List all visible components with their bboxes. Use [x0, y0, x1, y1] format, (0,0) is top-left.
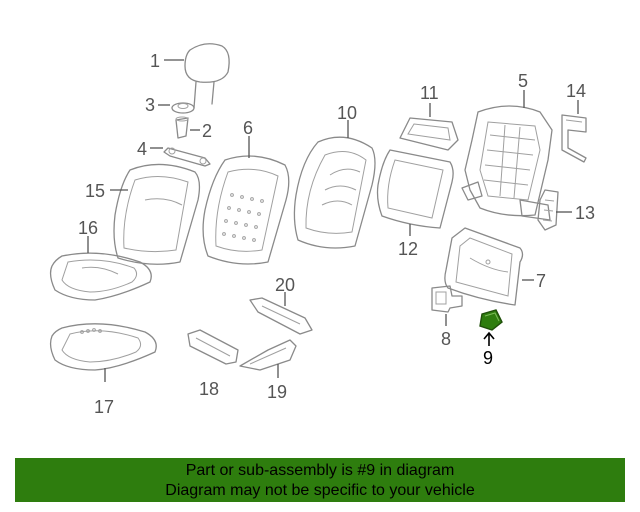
part-18-side-trim[interactable]: [187, 329, 239, 365]
part-16-seat-cushion-cover[interactable]: [49, 252, 152, 301]
label-18: 18: [199, 379, 219, 399]
part-9-highlighted[interactable]: [479, 309, 503, 331]
part-15-seatback-cover[interactable]: [113, 163, 201, 265]
part-2-guide-sleeve[interactable]: [175, 116, 189, 139]
part-3-grommet[interactable]: [171, 102, 195, 114]
label-19: 19: [267, 382, 287, 402]
label-2: 2: [202, 121, 212, 141]
part-1-headrest[interactable]: [184, 43, 230, 109]
part-12-back-panel[interactable]: [376, 149, 454, 229]
part-11-upper-trim[interactable]: [399, 117, 459, 151]
label-13: 13: [575, 203, 595, 223]
part-17-seat-cushion-pad[interactable]: [49, 323, 157, 371]
part-8-switch[interactable]: [431, 285, 463, 313]
seat-parts-diagram: 1 3 2 4 15 6: [49, 43, 595, 417]
part-14-bracket[interactable]: [561, 114, 587, 163]
part-20-rail-trim[interactable]: [249, 297, 313, 335]
label-14: 14: [566, 81, 586, 101]
part-10-seatback-pad[interactable]: [293, 136, 376, 249]
label-17: 17: [94, 397, 114, 417]
label-15: 15: [85, 181, 105, 201]
part-6-seatback-cushion[interactable]: [202, 155, 290, 265]
footer-line-1: Part or sub-assembly is #9 in diagram: [185, 462, 455, 479]
label-7: 7: [536, 271, 546, 291]
part-5-seatback-frame[interactable]: [461, 105, 553, 221]
part-19-side-shield[interactable]: [239, 339, 297, 371]
label-16: 16: [78, 218, 98, 238]
footer-banner: Part or sub-assembly is #9 in diagram Di…: [15, 458, 625, 502]
label-12: 12: [398, 239, 418, 259]
label-4: 4: [137, 139, 147, 159]
label-9: 9: [483, 348, 493, 368]
label-3: 3: [145, 95, 155, 115]
label-11: 11: [420, 83, 439, 103]
label-1: 1: [150, 51, 160, 71]
label-8: 8: [441, 329, 451, 349]
footer-line-2: Diagram may not be specific to your vehi…: [165, 482, 475, 499]
label-20: 20: [275, 275, 295, 295]
part-7-back-storage-panel[interactable]: [444, 227, 524, 306]
part-13-recliner[interactable]: [537, 189, 559, 231]
label-10: 10: [337, 103, 357, 123]
part-4-bracket[interactable]: [163, 147, 211, 167]
label-5: 5: [518, 71, 528, 91]
label-6: 6: [243, 118, 253, 138]
